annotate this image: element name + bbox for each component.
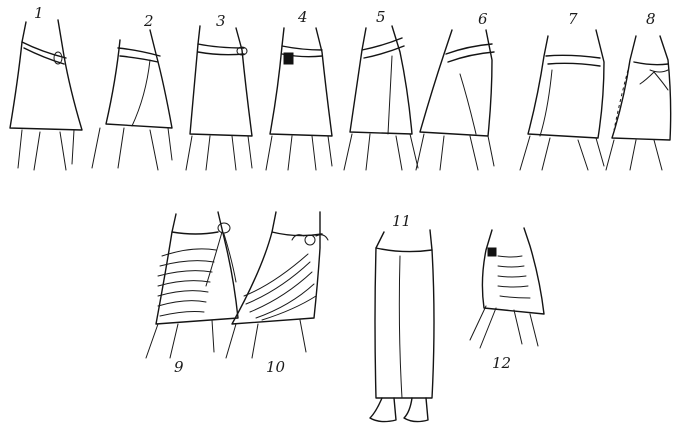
figure-number-3: 3 xyxy=(216,12,226,30)
figure-number-10: 10 xyxy=(266,358,286,376)
figure-number-1: 1 xyxy=(34,4,44,22)
kilt-figure-7 xyxy=(520,30,604,170)
figure-number-5: 5 xyxy=(376,8,386,26)
kilt-figure-2 xyxy=(92,30,172,170)
figure-number-9: 9 xyxy=(174,358,184,376)
figure-number-4: 4 xyxy=(297,8,308,26)
kilt-figure-5 xyxy=(344,26,418,170)
kilt-figure-10 xyxy=(226,212,328,358)
kilt-figure-12 xyxy=(470,228,544,348)
figure-number-2: 2 xyxy=(143,12,154,30)
kilt-figure-4 xyxy=(266,28,332,170)
kilt-figure-8 xyxy=(606,36,671,170)
kilt-figure-1 xyxy=(10,20,82,170)
figure-number-8: 8 xyxy=(646,10,656,28)
kilt-figure-11 xyxy=(370,230,434,422)
figure-number-12: 12 xyxy=(492,354,511,372)
kilt-figure-6 xyxy=(416,30,494,170)
figure-number-6: 6 xyxy=(478,10,488,28)
figure-number-7: 7 xyxy=(568,10,578,28)
kilt-figure-9 xyxy=(146,212,238,358)
figure-number-11: 11 xyxy=(392,212,411,230)
kilt-figure-3 xyxy=(186,26,252,170)
